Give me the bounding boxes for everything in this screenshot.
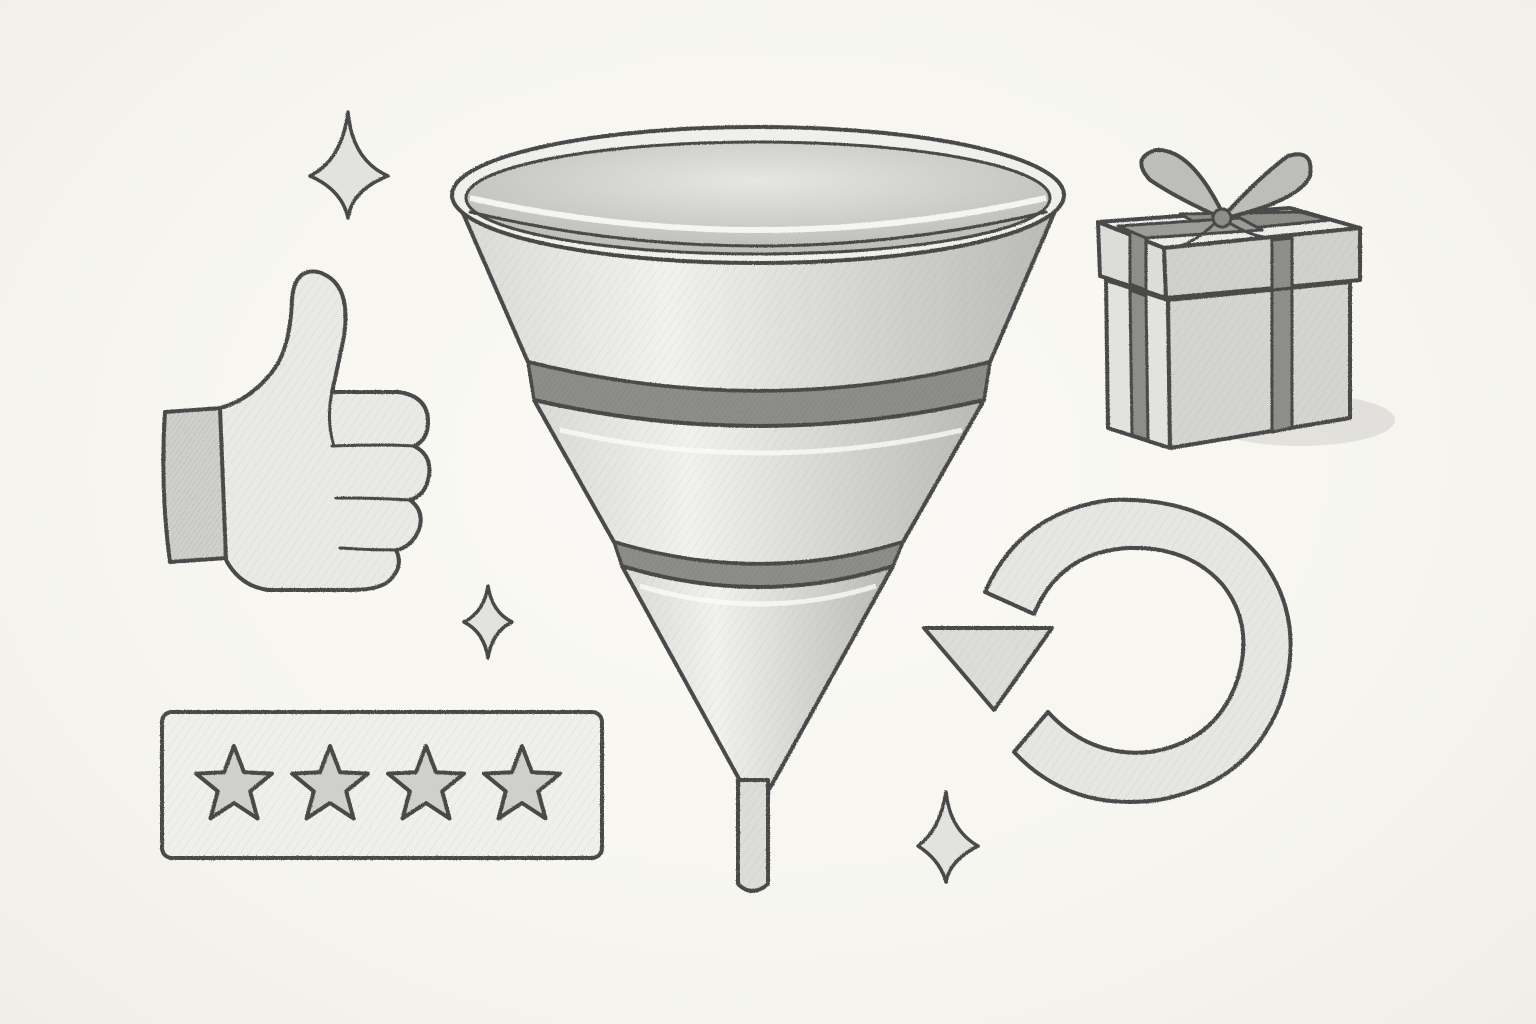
star-icon xyxy=(194,744,274,821)
sparkle-icon-bottom xyxy=(916,790,980,884)
gift-icon xyxy=(1096,147,1395,450)
thumbs-up-icon xyxy=(161,269,432,592)
funnel-icon xyxy=(450,125,1066,893)
star-rating-panel xyxy=(160,710,604,860)
star-icon xyxy=(482,744,562,821)
sparkle-icon-middle xyxy=(462,584,514,660)
star-icon xyxy=(290,744,370,821)
sparkle-icon-top xyxy=(308,110,390,220)
refresh-icon xyxy=(922,497,1293,804)
star-icon xyxy=(386,744,466,821)
